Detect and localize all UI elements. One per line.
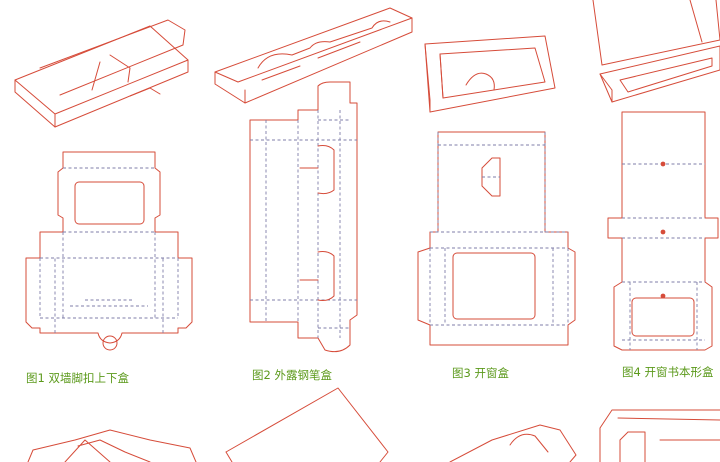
figure-4-dieline xyxy=(607,111,719,351)
figure-1-dieline xyxy=(25,151,193,351)
bottom-row-boxes xyxy=(27,387,720,462)
figure-4-box-3d xyxy=(592,0,720,103)
figure-1-caption: 图1 双墙脚扣上下盒 xyxy=(26,371,129,385)
figure-2-box-3d xyxy=(214,7,413,104)
figure-4-caption: 图4 开窗书本形盒 xyxy=(622,365,714,379)
figure-1-box-3d xyxy=(14,19,189,128)
figure-2-dieline xyxy=(249,81,358,353)
figure-3-dieline xyxy=(417,131,576,346)
figure-3-box-3d xyxy=(424,35,556,113)
figure-2-caption: 图2 外露钢笔盒 xyxy=(252,368,332,382)
figure-3-caption: 图3 开窗盒 xyxy=(452,366,509,380)
